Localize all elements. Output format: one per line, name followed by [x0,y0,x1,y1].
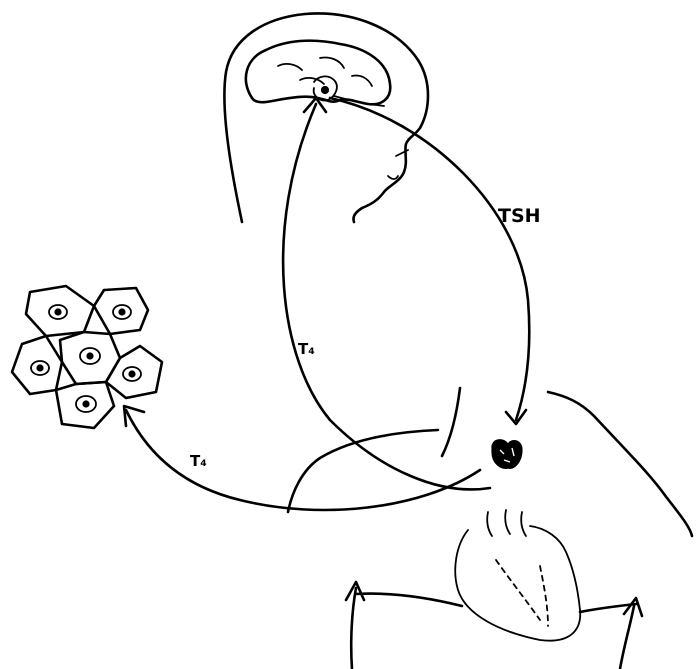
cell [26,286,94,336]
body-outline [288,388,692,536]
chest-arrow-right [620,598,642,669]
cell [12,336,62,394]
t4-cells-label: T₄ [190,452,207,470]
thyroid-gland [492,440,522,469]
cell [94,288,148,334]
tsh-arrow [330,98,529,424]
t4-to-cells-arrow [124,406,480,510]
shoulder-curves [356,594,636,612]
brain [246,41,390,105]
cell [56,382,114,428]
tsh-label: TSH [498,205,541,227]
target-cells [12,286,162,428]
head-outline [224,13,428,222]
heart [455,510,580,641]
cell [60,332,120,384]
pituitary-gland [314,76,384,106]
t4-to-brain-arrow [283,98,490,489]
cell [106,346,162,398]
t4-brain-label: T₄ [298,340,315,358]
